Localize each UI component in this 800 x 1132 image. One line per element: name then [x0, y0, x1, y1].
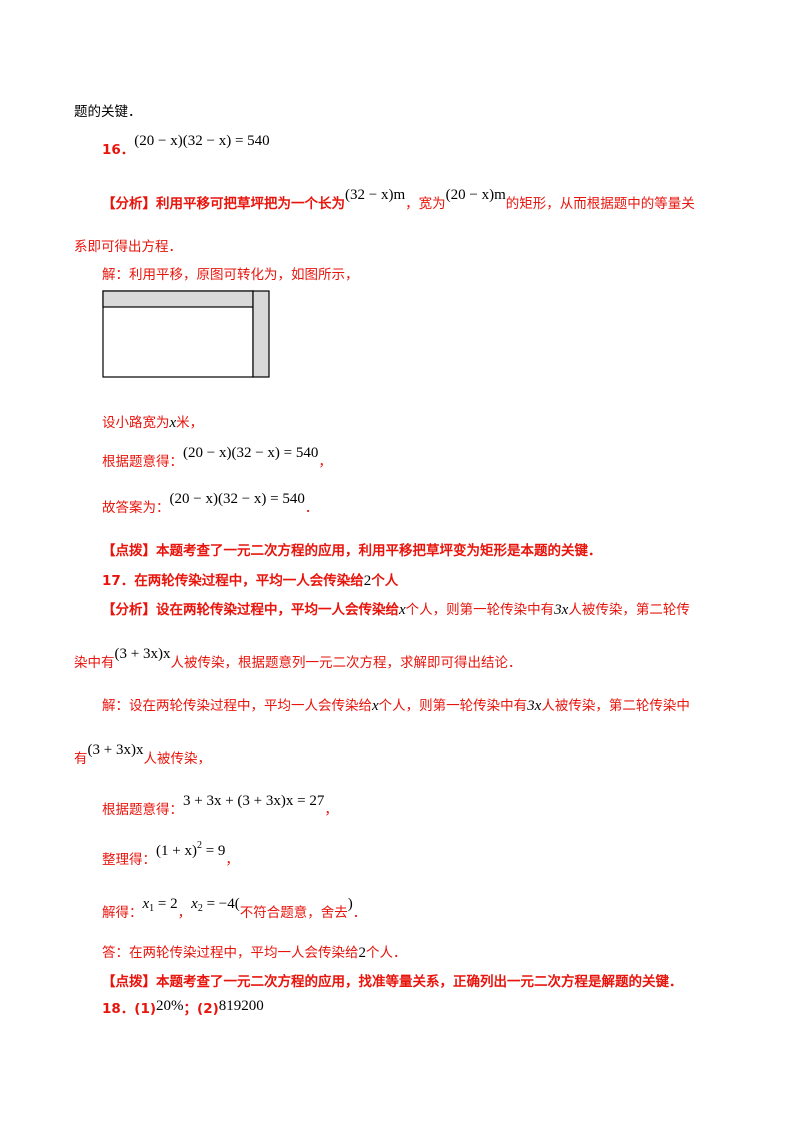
q17-solution: 解：设在两轮传染过程中，平均一人会传染给x个人，则第一轮传染中有3x人被传染，第…	[102, 698, 690, 714]
q16-set: 设小路宽为x米，	[102, 415, 204, 431]
q17-comment: 【点拨】本题考查了一元二次方程的应用，找准等量关系，正确列出一元二次方程是解题的…	[102, 974, 683, 990]
q16-comment: 【点拨】本题考查了一元二次方程的应用，利用平移把草坪变为矩形是本题的关键．	[102, 543, 602, 559]
line-0: 题的关键．	[74, 104, 142, 120]
q17-simplify: 整理得：(1 + x)2 = 9，	[102, 840, 239, 868]
q16-answer: 故答案为：(20 − x)(32 − x) = 540．	[102, 491, 319, 516]
q16-analysis-cont: 系即可得出方程．	[74, 239, 182, 255]
q17-equation: 根据题意得：3 + 3x + (3 + 3x)x = 27，	[102, 793, 338, 818]
q16-solution: 解：利用平移，原图可转化为，如图所示，	[102, 267, 359, 283]
q17-answer: 答：在两轮传染过程中，平均一人会传染给2个人．	[102, 945, 407, 961]
q16-analysis: 【分析】利用平移可把草坪把为一个长为(32 − x)m，宽为(20 − x)m的…	[102, 187, 695, 212]
q17-analysis: 【分析】设在两轮传染过程中，平均一人会传染给x个人，则第一轮传染中有3x人被传染…	[102, 602, 690, 618]
q17-roots: 解得：x1 = 2，x2 = −4(不符合题意，舍去)．	[102, 896, 367, 921]
path-figure	[102, 290, 270, 378]
q18-answer-line: 18．(1)20%；(2)819200	[102, 998, 264, 1017]
q16-answer-line: 16．(20 − x)(32 − x) = 540	[102, 133, 270, 158]
q17-solution-cont: 有(3 + 3x)x人被传染，	[74, 742, 211, 767]
q17-answer-line: 17．在两轮传染过程中，平均一人会传染给2个人	[102, 573, 399, 589]
q17-analysis-cont: 染中有(3 + 3x)x人被传染，根据题意列一元二次方程，求解即可得出结论．	[74, 646, 522, 671]
q16-equation: 根据题意得：(20 − x)(32 − x) = 540，	[102, 445, 332, 470]
